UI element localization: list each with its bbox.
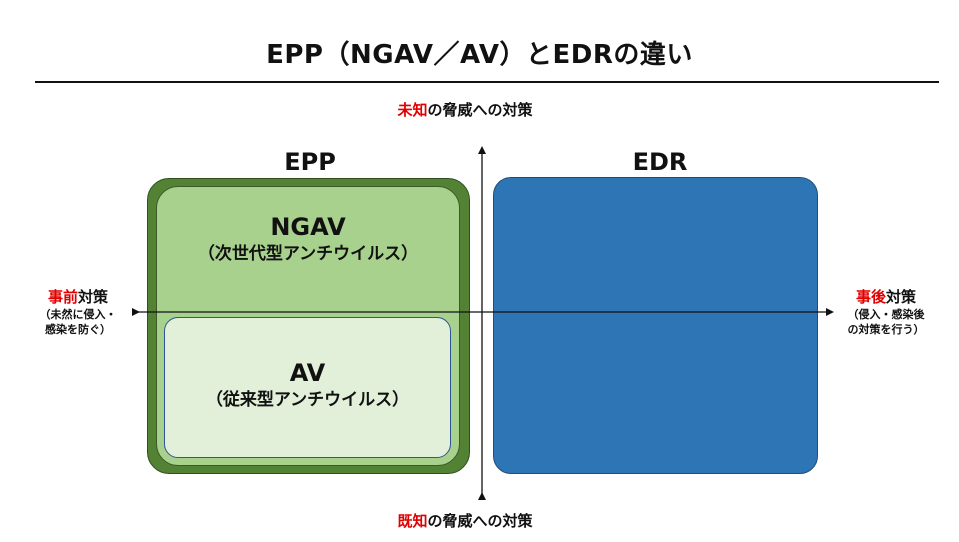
axis-top-rest: の脅威への対策 <box>427 101 533 119</box>
axis-bottom-label: 既知の脅威への対策 <box>330 510 600 531</box>
ngav-name: NGAV <box>270 213 346 241</box>
axis-bottom-highlight: 既知 <box>397 512 428 530</box>
av-description: （従来型アンチウイルス） <box>205 390 410 410</box>
edr-title: EDR <box>632 148 688 176</box>
page-title: EPP（NGAV／AV）とEDRの違い <box>266 40 693 70</box>
axis-right-note-2: の対策を行う） <box>847 323 925 336</box>
axis-right-highlight: 事後 <box>855 288 886 306</box>
av-box <box>164 317 451 458</box>
axis-left-note-1: （未然に侵入・ <box>39 308 117 321</box>
epp-title: EPP <box>284 148 336 176</box>
axis-left-note-2: 感染を防ぐ） <box>45 323 111 336</box>
title-divider <box>35 81 939 83</box>
axis-left-highlight: 事前 <box>47 288 78 306</box>
axis-top-label: 未知の脅威への対策 <box>330 99 600 120</box>
axis-right-note-1: （侵入・感染後 <box>847 308 925 321</box>
axis-right-rest: 対策 <box>886 288 917 306</box>
av-label: AV （従来型アンチウイルス） <box>164 358 451 412</box>
ngav-description: （次世代型アンチウイルス） <box>197 244 419 264</box>
av-name: AV <box>289 359 326 387</box>
axis-left-rest: 対策 <box>78 288 109 306</box>
axis-top-highlight: 未知 <box>397 101 428 119</box>
edr-box <box>493 177 818 474</box>
ngav-label: NGAV （次世代型アンチウイルス） <box>156 212 460 266</box>
axis-left-label: 事前対策 （未然に侵入・ 感染を防ぐ） <box>28 286 128 337</box>
axis-right-label: 事後対策 （侵入・感染後 の対策を行う） <box>834 286 938 337</box>
axis-bottom-rest: の脅威への対策 <box>427 512 533 530</box>
